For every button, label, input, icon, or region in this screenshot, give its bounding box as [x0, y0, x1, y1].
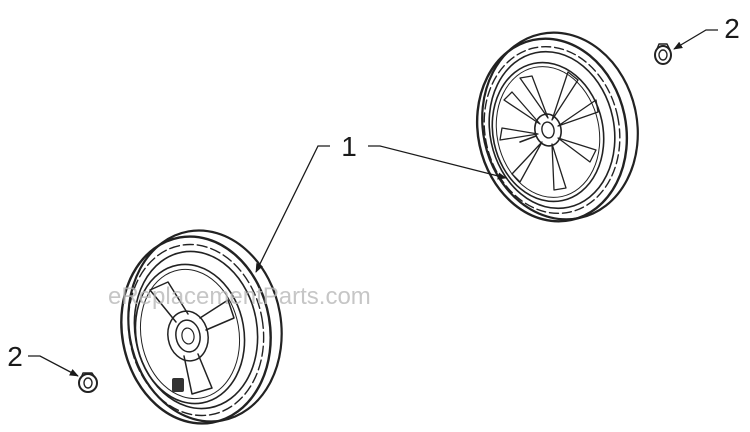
wheel-left [120, 229, 283, 425]
callout-nut-left: 2 [7, 341, 23, 372]
callout-nut-right: 2 [724, 13, 740, 44]
wheel-right-spokes [499, 71, 599, 191]
watermark-text: eReplacementParts.com [108, 283, 371, 310]
leader-wheel-left [255, 145, 330, 273]
wheel-left-logo-plate [172, 378, 184, 392]
nut-left [78, 372, 98, 393]
nut-right [654, 43, 672, 65]
leader-nut-right [673, 29, 718, 50]
leader-nut-left [28, 355, 79, 377]
leader-lines [28, 29, 718, 377]
wheel-left-hub [149, 281, 235, 395]
callout-wheel: 1 [341, 131, 357, 162]
leader-wheel-right [368, 145, 507, 180]
wheel-right [475, 31, 639, 223]
